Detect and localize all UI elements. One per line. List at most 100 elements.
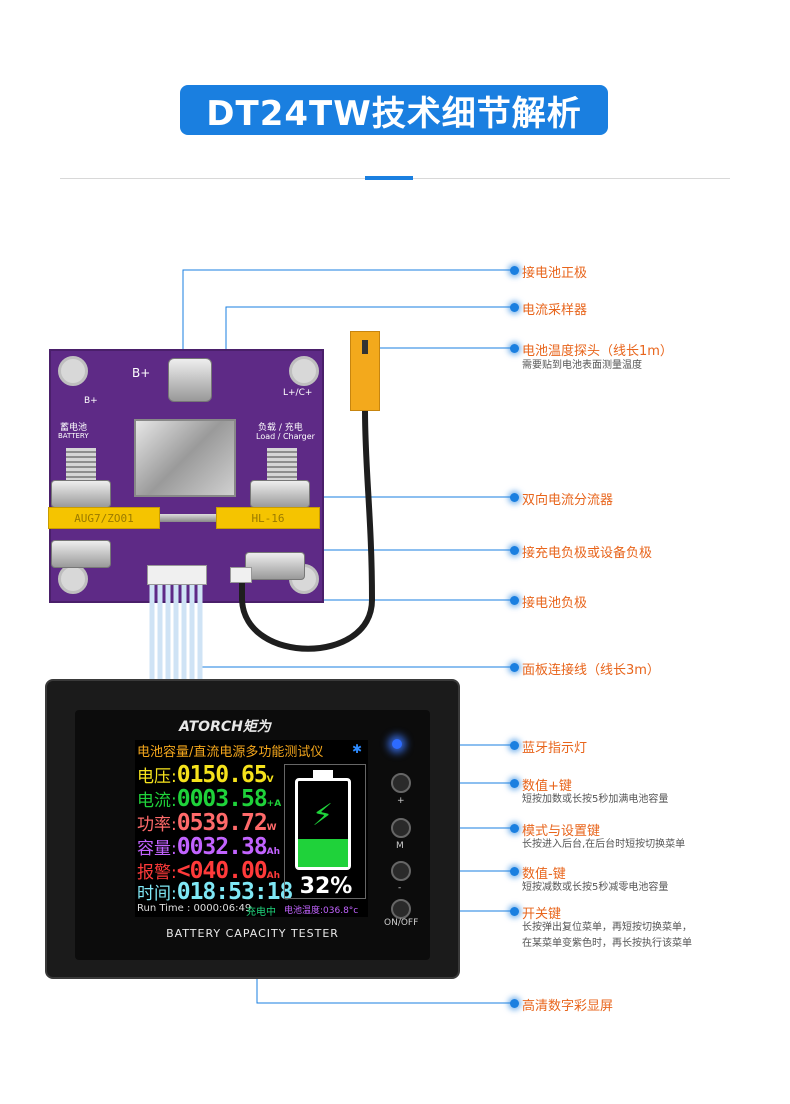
callout-dot — [510, 663, 519, 672]
callout-power-key: 开关键 — [522, 907, 562, 922]
minus-button-label: - — [398, 883, 402, 893]
measurement-value: 0003.58 — [176, 786, 268, 812]
callout-hd-screen: 高清数字彩显屏 — [522, 999, 614, 1014]
pcb-label-lc-plus: L+/C+ — [283, 388, 313, 398]
measurement-row: 时间:018:53:18 — [137, 879, 294, 905]
callout-minus-key: 数值-键 — [522, 867, 566, 882]
measurement-key: 功率: — [137, 815, 177, 835]
measurement-value: 0032.38 — [176, 834, 268, 860]
measurement-key: 容量: — [137, 839, 177, 859]
probe-sensor-tip — [362, 340, 368, 354]
callout-battery-negative: 接电池负极 — [522, 596, 588, 611]
callout-load-negative: 接充电负极或设备负极 — [522, 546, 653, 561]
callout-power-key-note: 长按弹出复位菜单，再短按切换菜单， — [522, 922, 692, 933]
battery-nut — [51, 480, 111, 508]
callout-plus-key: 数值+键 — [522, 779, 572, 794]
callout-mode-key-note: 长按进入后台,在后台时短按切换菜单 — [522, 839, 686, 850]
plus-button-label: + — [397, 796, 405, 806]
measurement-unit: W — [266, 823, 277, 833]
callout-dot — [510, 907, 519, 916]
measurement-key: 报警: — [137, 863, 177, 883]
callout-dot — [510, 596, 519, 605]
callout-dot — [510, 779, 519, 788]
mount-hole — [58, 356, 88, 386]
callout-dot — [510, 741, 519, 750]
measurement-row: 报警:<040.00Ah — [137, 858, 280, 884]
panel-subtitle: BATTERY CAPACITY TESTER — [166, 927, 339, 940]
callout-dot — [510, 999, 519, 1008]
probe-connector — [230, 567, 252, 583]
shunt-left: AUG7/ZO01 — [48, 507, 160, 529]
shunt-right: HL-16 — [216, 507, 320, 529]
panel-connector — [147, 565, 207, 585]
power-button-label: ON/OFF — [384, 918, 419, 928]
charging-bolt-icon: ⚡ — [312, 798, 334, 833]
bluetooth-led — [392, 739, 402, 749]
pcb-label-battery-en: BATTERY — [58, 432, 89, 440]
current-sampler — [134, 419, 236, 497]
battery-cap — [313, 770, 333, 778]
callout-minus-key-note: 短按减数或长按5秒减零电池容量 — [522, 882, 669, 893]
run-time: Run Time : 0000:06:49 — [137, 903, 252, 914]
callout-dot — [510, 867, 519, 876]
callout-temp-probe-note: 需要贴到电池表面测量温度 — [522, 360, 642, 371]
charging-status: 充电中 — [246, 907, 276, 918]
battery-temperature: 电池温度:036.8°c — [284, 906, 359, 916]
measurement-unit: Ah — [266, 871, 281, 881]
mount-hole — [289, 356, 319, 386]
measurement-unit: Ah — [266, 847, 281, 857]
shunt-resistor — [160, 514, 216, 522]
pcb-label-b-plus-small: B+ — [84, 396, 98, 406]
measurement-value: 018:53:18 — [176, 879, 294, 905]
battery-level-fill — [298, 839, 348, 867]
measurement-row: 功率:0539.72W — [137, 810, 277, 836]
callout-battery-positive: 接电池正极 — [522, 266, 588, 281]
callout-plus-key-note: 短按加数或长按5秒加满电池容量 — [522, 794, 669, 805]
mount-hole — [58, 564, 88, 594]
callout-bluetooth-led: 蓝牙指示灯 — [522, 741, 588, 756]
mode-button-label: M — [396, 841, 404, 851]
mode-button[interactable] — [391, 818, 411, 838]
measurement-unit: V — [266, 775, 274, 785]
plus-button[interactable] — [391, 773, 411, 793]
measurement-key: 电流: — [137, 791, 177, 811]
callout-dot — [510, 824, 519, 833]
battery-icon — [295, 778, 351, 870]
measurement-value: 0150.65 — [176, 762, 268, 788]
callout-dot — [510, 344, 519, 353]
measurement-row: 电压:0150.65V — [137, 762, 274, 788]
measurement-row: 容量:0032.38Ah — [137, 834, 280, 860]
battery-percent: 32% — [299, 874, 353, 899]
measurement-value: <040.00 — [176, 858, 268, 884]
battery-lower-nut — [51, 540, 111, 568]
callout-temp-probe: 电池温度探头（线长1m） — [522, 344, 673, 359]
callout-dot — [510, 493, 519, 502]
screen-title: 电池容量/直流电源多功能测试仪 — [137, 745, 324, 760]
callout-dot — [510, 266, 519, 275]
power-button[interactable] — [391, 899, 411, 919]
callout-shunt: 双向电流分流器 — [522, 493, 614, 508]
page-title: DT24TW技术细节解析 — [180, 85, 608, 135]
load-nut — [250, 480, 310, 508]
callout-panel-cable: 面板连接线（线长3m） — [522, 663, 660, 678]
load-lower-nut — [245, 552, 305, 580]
pcb-label-load-en: Load / Charger — [256, 432, 315, 441]
bluetooth-icon: ✱ — [352, 742, 363, 756]
callout-current-sampler: 电流采样器 — [522, 303, 588, 318]
pcb-label-battery-cn: 蓄电池 — [60, 423, 88, 433]
callout-mode-key: 模式与设置键 — [522, 824, 601, 839]
measurement-row: 电流:0003.58+A — [137, 786, 281, 812]
minus-button[interactable] — [391, 861, 411, 881]
measurement-key: 电压: — [137, 767, 177, 787]
pcb-label-b-plus: B+ — [132, 366, 151, 380]
callout-dot — [510, 546, 519, 555]
callout-dot — [510, 303, 519, 312]
battery-frame — [284, 764, 366, 899]
brand-logo: ATORCH矩为 — [179, 719, 271, 735]
color-screen — [135, 740, 368, 917]
measurement-value: 0539.72 — [176, 810, 268, 836]
measurement-unit: +A — [266, 799, 282, 809]
positive-terminal-screw — [168, 358, 212, 402]
divider-accent — [365, 176, 413, 180]
